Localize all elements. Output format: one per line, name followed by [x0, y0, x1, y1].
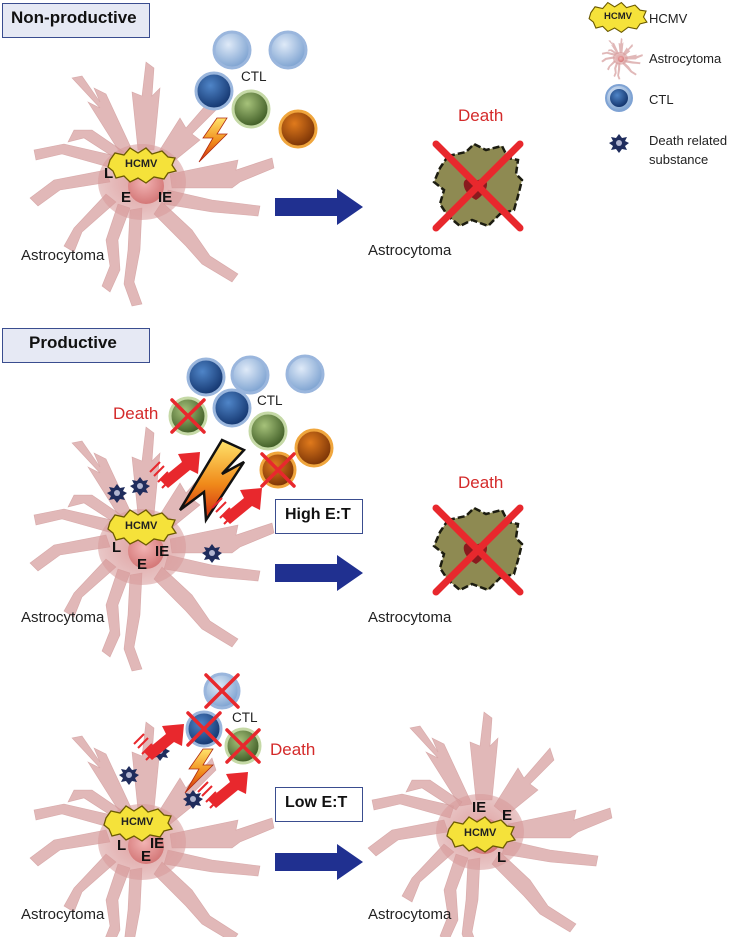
nonproductive-dead-cell — [434, 144, 522, 228]
nonproductive-lightning-icon — [198, 117, 228, 163]
high-astrocytoma-cell — [29, 426, 275, 672]
nonproductive-death-label: Death — [458, 106, 504, 125]
nonproductive-result-label: Astrocytoma — [368, 242, 452, 259]
high-ctl-label: CTL — [257, 393, 283, 408]
high-gene-e: E — [137, 556, 148, 573]
high-gene-l: L — [112, 539, 122, 556]
low-ctl-label: CTL — [232, 710, 258, 725]
high-ctl-group — [168, 354, 334, 489]
high-death-label: Death — [458, 473, 504, 492]
high-dead-cell — [434, 508, 522, 592]
legend-astrocytoma-label: Astrocytoma — [649, 51, 722, 66]
legend-hcmv-label: HCMV — [649, 11, 688, 26]
nonproductive-arrow — [275, 189, 363, 225]
legend-ctl-label: CTL — [649, 92, 674, 107]
high-astrocytoma-label: Astrocytoma — [21, 609, 105, 626]
low-gene-e: E — [141, 848, 152, 865]
nonproductive-gene-ie: IE — [158, 189, 173, 206]
nonproductive-ctl-group — [194, 30, 318, 149]
nonproductive-gene-e: E — [121, 189, 132, 206]
nonproductive-ctl-label: CTL — [241, 69, 267, 84]
high-et-ratio-box: High E:T — [275, 499, 363, 534]
productive-title: Productive — [2, 328, 150, 363]
low-result-gene-l: L — [497, 849, 507, 866]
nonproductive-gene-l: L — [104, 165, 114, 182]
nonproductive-title: Non-productive — [2, 3, 150, 38]
low-arrow — [275, 844, 363, 880]
low-result-gene-e: E — [502, 807, 513, 824]
low-ctl-death-label: Death — [270, 740, 316, 759]
low-result-gene-ie: IE — [472, 799, 487, 816]
high-hcmv-text: HCMV — [125, 520, 158, 532]
low-gene-l: L — [117, 837, 127, 854]
high-gene-ie: IE — [155, 543, 170, 560]
legend-death-substance-icon — [609, 134, 629, 153]
low-result-hcmv-text: HCMV — [464, 827, 497, 839]
nonproductive-hcmv-text: HCMV — [125, 158, 158, 170]
low-gene-ie: IE — [150, 835, 165, 852]
legend-ctl-icon — [605, 84, 633, 112]
high-ctl-death-label: Death — [113, 404, 159, 423]
legend-astrocytoma-icon — [601, 37, 643, 80]
nonproductive-astrocytoma-label: Astrocytoma — [21, 247, 105, 264]
low-result-label: Astrocytoma — [368, 906, 452, 923]
high-lightning-icon — [178, 438, 247, 524]
legend-death-substance-label: Death related substance — [649, 133, 728, 167]
high-arrow — [275, 555, 363, 591]
low-hcmv-text: HCMV — [121, 816, 154, 828]
low-et-ratio-box: Low E:T — [275, 787, 363, 822]
high-result-label: Astrocytoma — [368, 609, 452, 626]
low-astrocytoma-label: Astrocytoma — [21, 906, 105, 923]
legend-hcmv-text: HCMV — [604, 11, 632, 22]
